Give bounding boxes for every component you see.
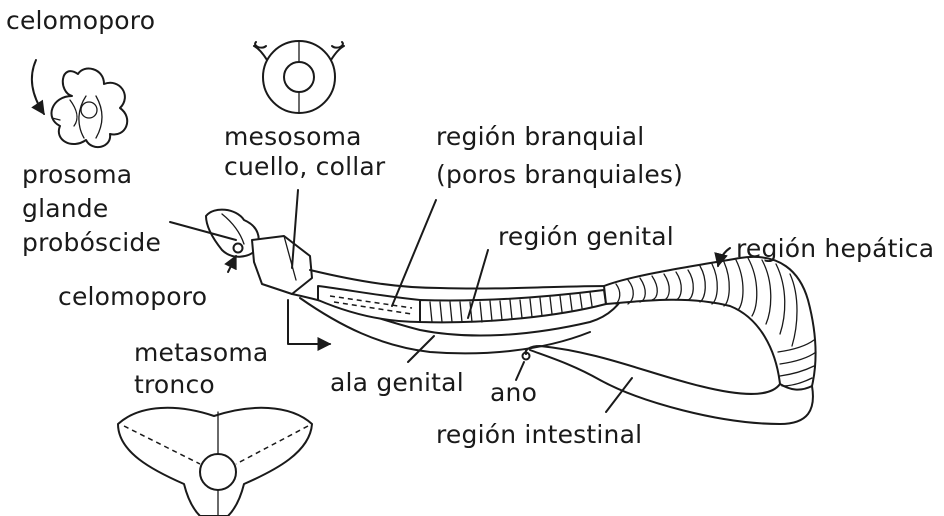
label-glande: glande bbox=[22, 194, 108, 223]
label-tronco: tronco bbox=[134, 370, 215, 399]
label-mesosoma: mesosoma bbox=[224, 122, 362, 151]
proboscis-cross-section bbox=[51, 69, 127, 148]
label-metasoma: metasoma bbox=[134, 338, 268, 367]
label-cuello-collar: cuello, collar bbox=[224, 152, 385, 181]
label-region-hepatica: región hepática bbox=[736, 234, 934, 263]
collar-cross-section bbox=[254, 41, 344, 113]
trunk-cross-section bbox=[118, 408, 312, 516]
label-celomoporo-mid: celomoporo bbox=[58, 282, 207, 311]
label-ala-genital: ala genital bbox=[330, 368, 464, 397]
label-region-intestinal: región intestinal bbox=[436, 420, 642, 449]
label-celomoporo-top: celomoporo bbox=[6, 6, 155, 35]
label-prosoma: prosoma bbox=[22, 160, 132, 189]
celomoporo-top-arrow bbox=[32, 60, 44, 114]
label-proboscide: probóscide bbox=[22, 228, 161, 257]
label-region-branquial: región branquial bbox=[436, 122, 644, 151]
label-ano: ano bbox=[490, 378, 537, 407]
label-poros-branquiales: (poros branquiales) bbox=[436, 160, 683, 189]
label-region-genital: región genital bbox=[498, 222, 674, 251]
